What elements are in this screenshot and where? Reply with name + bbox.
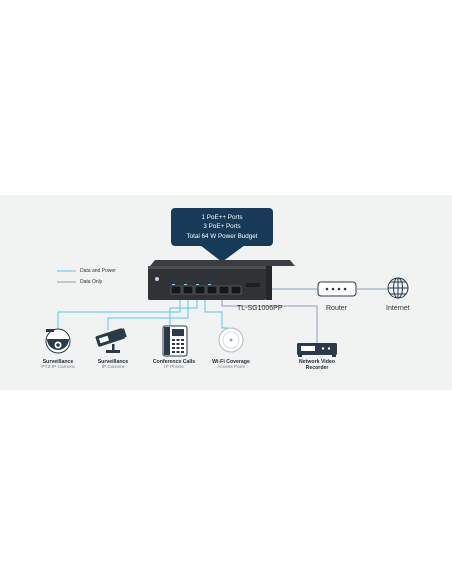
data-connection-lines xyxy=(221,288,388,343)
access-point-title: Wi-Fi Coverage xyxy=(212,359,250,365)
legend-data-power-label: Data and Power xyxy=(80,268,116,274)
ptz-camera-icon xyxy=(45,328,71,354)
ip-phone-title: Conference Calls xyxy=(152,359,196,365)
router-label: Router xyxy=(326,305,348,312)
tplink-logo xyxy=(155,277,159,281)
nvr-icon xyxy=(297,343,337,357)
nvr-title-line2: Recorder xyxy=(305,365,329,371)
ip-phone-subtitle: IP Phone xyxy=(164,365,184,370)
ptz-camera-subtitle: PTZ IP Camera xyxy=(41,365,75,370)
internet-label: Internet xyxy=(386,305,410,312)
poe-connection-lines xyxy=(57,299,228,330)
internet-globe-icon xyxy=(387,277,409,299)
ip-camera-title: Surveillance xyxy=(97,359,129,365)
legend-data-only-label: Data Only xyxy=(80,279,103,285)
power-budget-text: Total 64 W Power Budget xyxy=(186,232,258,240)
power-budget-callout: 1 PoE++ Ports 3 PoE+ Ports Total 64 W Po… xyxy=(171,208,273,246)
spec-callout-arrow xyxy=(200,245,245,262)
poe-plus-plus-ports-text: 1 PoE++ Ports xyxy=(201,213,243,221)
poe-plus-ports-text: 3 PoE+ Ports xyxy=(203,223,241,231)
ptz-camera-title: Surveillance xyxy=(42,359,74,365)
ip-phone-icon xyxy=(162,325,188,357)
router-icon xyxy=(317,281,357,297)
access-point-subtitle: Access Point xyxy=(217,365,245,370)
ip-camera-icon xyxy=(95,328,127,353)
ip-camera-subtitle: IP Camera xyxy=(101,365,125,370)
switch-model-label: TL-SG1006PP xyxy=(237,305,283,312)
access-point-icon xyxy=(218,327,244,353)
nvr-title-line1: Network Video xyxy=(299,359,335,365)
switch-device xyxy=(148,260,295,300)
